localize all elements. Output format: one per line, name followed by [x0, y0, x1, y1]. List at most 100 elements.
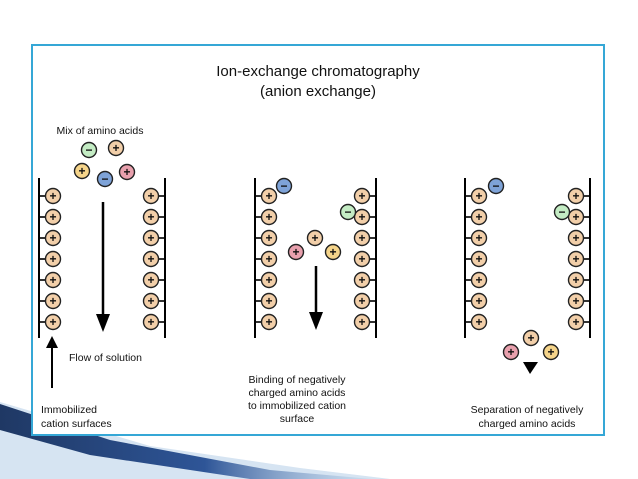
binding-label-4: surface: [280, 413, 315, 425]
plus-sign: +: [475, 189, 482, 203]
panel2-left-wall-cation-bead-6: +: [260, 292, 278, 310]
flow-arrow-down-2: [309, 266, 323, 330]
plus-sign: +: [147, 294, 154, 308]
panel2-right-wall-cation-bead-1: +: [353, 187, 371, 205]
plus-sign: +: [147, 315, 154, 329]
plus-sign: +: [49, 252, 56, 266]
panel1-left-wall-cation-bead-7: +: [44, 313, 62, 331]
panel1-right-wall-cation-bead-6: +: [142, 292, 160, 310]
flow-arrow-up: [46, 336, 58, 388]
plus-sign: +: [49, 189, 56, 203]
panel3-right-wall-cation-bead-2: +: [567, 208, 585, 226]
panel2-left-wall-cation-bead-1: +: [260, 187, 278, 205]
plus-sign: +: [265, 210, 272, 224]
plus-sign: +: [358, 252, 365, 266]
plus-sign: +: [358, 231, 365, 245]
panel3-right-wall-cation-bead-3: +: [567, 229, 585, 247]
panel3-left-wall-cation-bead-7: +: [470, 313, 488, 331]
plus-sign: +: [572, 210, 579, 224]
panel3-right-wall-cation-bead-5: +: [567, 271, 585, 289]
plus-sign: +: [475, 231, 482, 245]
binding-label-3: to immobilized cation: [248, 400, 346, 412]
panel2-right-wall-cation-bead-6: +: [353, 292, 371, 310]
plus-sign: +: [311, 231, 318, 245]
panel3-right-wall-cation-bead-6: +: [567, 292, 585, 310]
minus-sign: −: [558, 205, 565, 219]
bound-negative-green-bead: −: [339, 203, 357, 221]
panel1-left-wall-cation-bead-3: +: [44, 229, 62, 247]
title-line-1: Ion-exchange chromatography: [216, 63, 420, 80]
plus-sign: +: [507, 345, 514, 359]
panel1-right-wall-cation-bead-3: +: [142, 229, 160, 247]
panel3-right-wall-cation-bead-1: +: [567, 187, 585, 205]
plus-sign: +: [475, 294, 482, 308]
panel1-left-wall-cation-bead-1: +: [44, 187, 62, 205]
plus-sign: +: [49, 294, 56, 308]
panel1-right-wall-cation-bead-1: +: [142, 187, 160, 205]
panel1-right-wall-cation-bead-2: +: [142, 208, 160, 226]
plus-sign: +: [292, 245, 299, 259]
separation-label-2: charged amino acids: [479, 418, 576, 430]
plus-sign: +: [358, 294, 365, 308]
plus-sign: +: [358, 210, 365, 224]
swoosh-light: [0, 402, 390, 479]
chromatography-diagram: Ion-exchange chromatography (anion excha…: [38, 63, 591, 430]
amino-acid-beads: + + + + + + + + + + + + + + + + + + + + + + + + + + + + + + + + + + + + + + + +…: [44, 139, 585, 361]
mix-positive-bead-top: +: [107, 139, 125, 157]
binding-label-2: charged amino acids: [249, 387, 346, 399]
plus-sign: +: [547, 345, 554, 359]
panel2-left-wall-cation-bead-5: +: [260, 271, 278, 289]
plus-sign: +: [147, 189, 154, 203]
plus-sign: +: [265, 273, 272, 287]
panel2-left-wall-cation-bead-7: +: [260, 313, 278, 331]
immobilized-label-1: Immobilized: [41, 404, 97, 416]
flow-arrow-down-1: [96, 202, 110, 332]
panel3-left-wall-cation-bead-6: +: [470, 292, 488, 310]
eluted-positive-pink-bead: +: [502, 343, 520, 361]
free-positive-pink-bead: +: [287, 243, 305, 261]
panel1-right-wall-cation-bead-4: +: [142, 250, 160, 268]
plus-sign: +: [358, 189, 365, 203]
panel3-left-wall-cation-bead-2: +: [470, 208, 488, 226]
separation-label-1: Separation of negatively: [471, 404, 584, 416]
panel2-left-wall-cation-bead-4: +: [260, 250, 278, 268]
diagram-frame: Ion-exchange chromatography (anion excha…: [31, 44, 605, 436]
panel3-left-wall-cation-bead-5: +: [470, 271, 488, 289]
plus-sign: +: [475, 210, 482, 224]
plus-sign: +: [123, 165, 130, 179]
plus-sign: +: [475, 252, 482, 266]
plus-sign: +: [572, 252, 579, 266]
panel2-right-wall: [369, 178, 377, 338]
plus-sign: +: [147, 231, 154, 245]
plus-sign: +: [265, 294, 272, 308]
panel2-right-wall-cation-bead-2: +: [353, 208, 371, 226]
free-neutral-bead: +: [324, 243, 342, 261]
swoosh-dark: [0, 404, 372, 479]
plus-sign: +: [572, 189, 579, 203]
plus-sign: +: [475, 273, 482, 287]
panel3-left-wall-cation-bead-1: +: [470, 187, 488, 205]
immobilized-label-2: cation surfaces: [41, 418, 112, 430]
mix-neutral-bead: +: [73, 162, 91, 180]
minus-sign: −: [492, 179, 499, 193]
panel1-left-wall-cation-bead-4: +: [44, 250, 62, 268]
minus-sign: −: [344, 205, 351, 219]
panel2-right-wall-cation-bead-5: +: [353, 271, 371, 289]
mix-negative-green-bead: −: [80, 141, 98, 159]
panel3-left-wall-cation-bead-4: +: [470, 250, 488, 268]
mix-label: Mix of amino acids: [57, 125, 144, 137]
panel1-right-wall-cation-bead-7: +: [142, 313, 160, 331]
minus-sign: −: [101, 172, 108, 186]
plus-sign: +: [49, 231, 56, 245]
plus-sign: +: [147, 210, 154, 224]
panel1-left-wall-cation-bead-5: +: [44, 271, 62, 289]
panel2-right-wall-cation-bead-3: +: [353, 229, 371, 247]
plus-sign: +: [147, 273, 154, 287]
plus-sign: +: [475, 315, 482, 329]
eluted-neutral-bead: +: [542, 343, 560, 361]
panel1-left-wall-cation-bead-2: +: [44, 208, 62, 226]
plus-sign: +: [265, 231, 272, 245]
panel2-right-wall-cation-bead-4: +: [353, 250, 371, 268]
plus-sign: +: [572, 231, 579, 245]
